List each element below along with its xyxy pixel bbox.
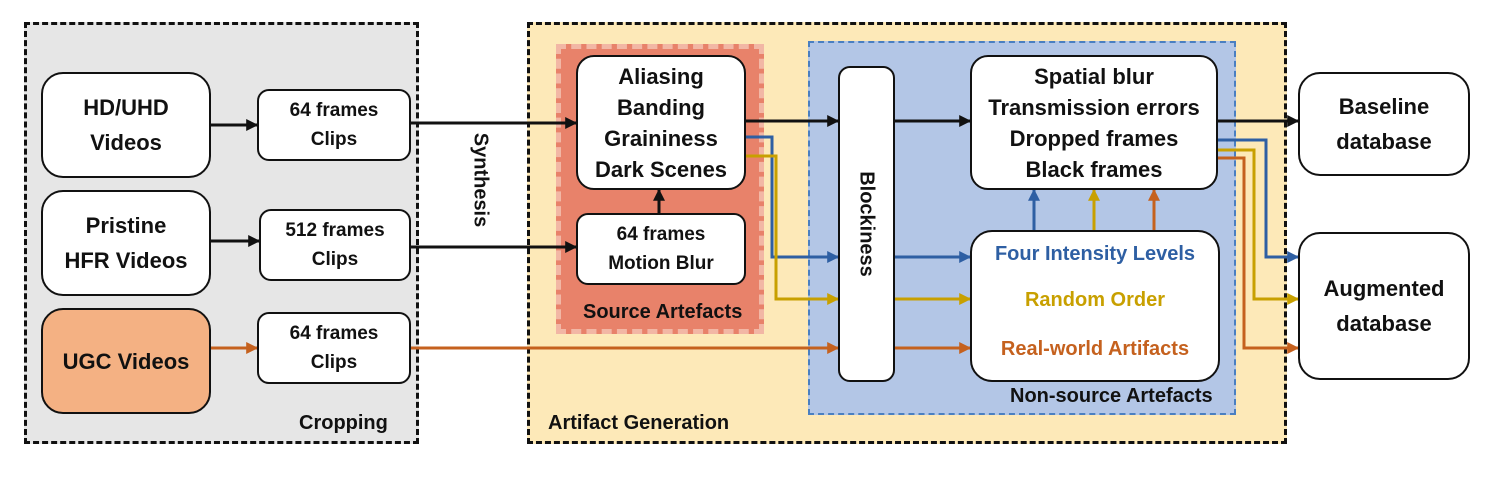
synthesis-label: Synthesis xyxy=(469,132,492,228)
augmentation-modes-box xyxy=(970,230,1220,382)
cropping-label: Cropping xyxy=(299,412,388,434)
ugc-videos-box: UGC Videos xyxy=(41,308,211,414)
artifact-generation-label: Artifact Generation xyxy=(548,412,730,434)
hd-uhd-videos-box: HD/UHD Videos xyxy=(41,72,211,178)
blockiness-box xyxy=(838,66,895,382)
motion-blur-box: 64 frames Motion Blur xyxy=(576,213,746,285)
clip-64-frames-box: 64 frames Clips xyxy=(257,89,411,161)
random-order-label: Random Order xyxy=(1024,289,1166,311)
clip-64-frames-ugc-box: 64 frames Clips xyxy=(257,312,411,384)
arrow-blue-source-to-blockiness xyxy=(746,135,840,263)
real-world-artifacts-label: Real-world Artifacts xyxy=(1000,338,1190,360)
blockiness-label: Blockiness xyxy=(855,171,878,277)
non-source-artifacts-box: Spatial blur Transmission errors Dropped… xyxy=(970,55,1218,190)
source-artifacts-box: Aliasing Banding Graininess Dark Scenes xyxy=(576,55,746,190)
non-source-artefacts-label: Non-source Artefacts xyxy=(1010,385,1213,407)
source-artefacts-label: Source Artefacts xyxy=(583,301,743,323)
intensity-levels-label: Four Intensity Levels xyxy=(994,243,1196,265)
arrow-orange-nonsource-to-augmented xyxy=(1218,156,1300,354)
arrow-gold-source-to-blockiness xyxy=(746,154,840,305)
arrow-gold-nonsource-to-augmented xyxy=(1218,148,1300,305)
baseline-database-box: Baseline database xyxy=(1298,72,1470,176)
pristine-hfr-videos-box: Pristine HFR Videos xyxy=(41,190,211,296)
clip-512-frames-box: 512 frames Clips xyxy=(259,209,411,281)
arrow-blue-nonsource-to-augmented xyxy=(1218,138,1300,263)
augmented-database-box: Augmented database xyxy=(1298,232,1470,380)
